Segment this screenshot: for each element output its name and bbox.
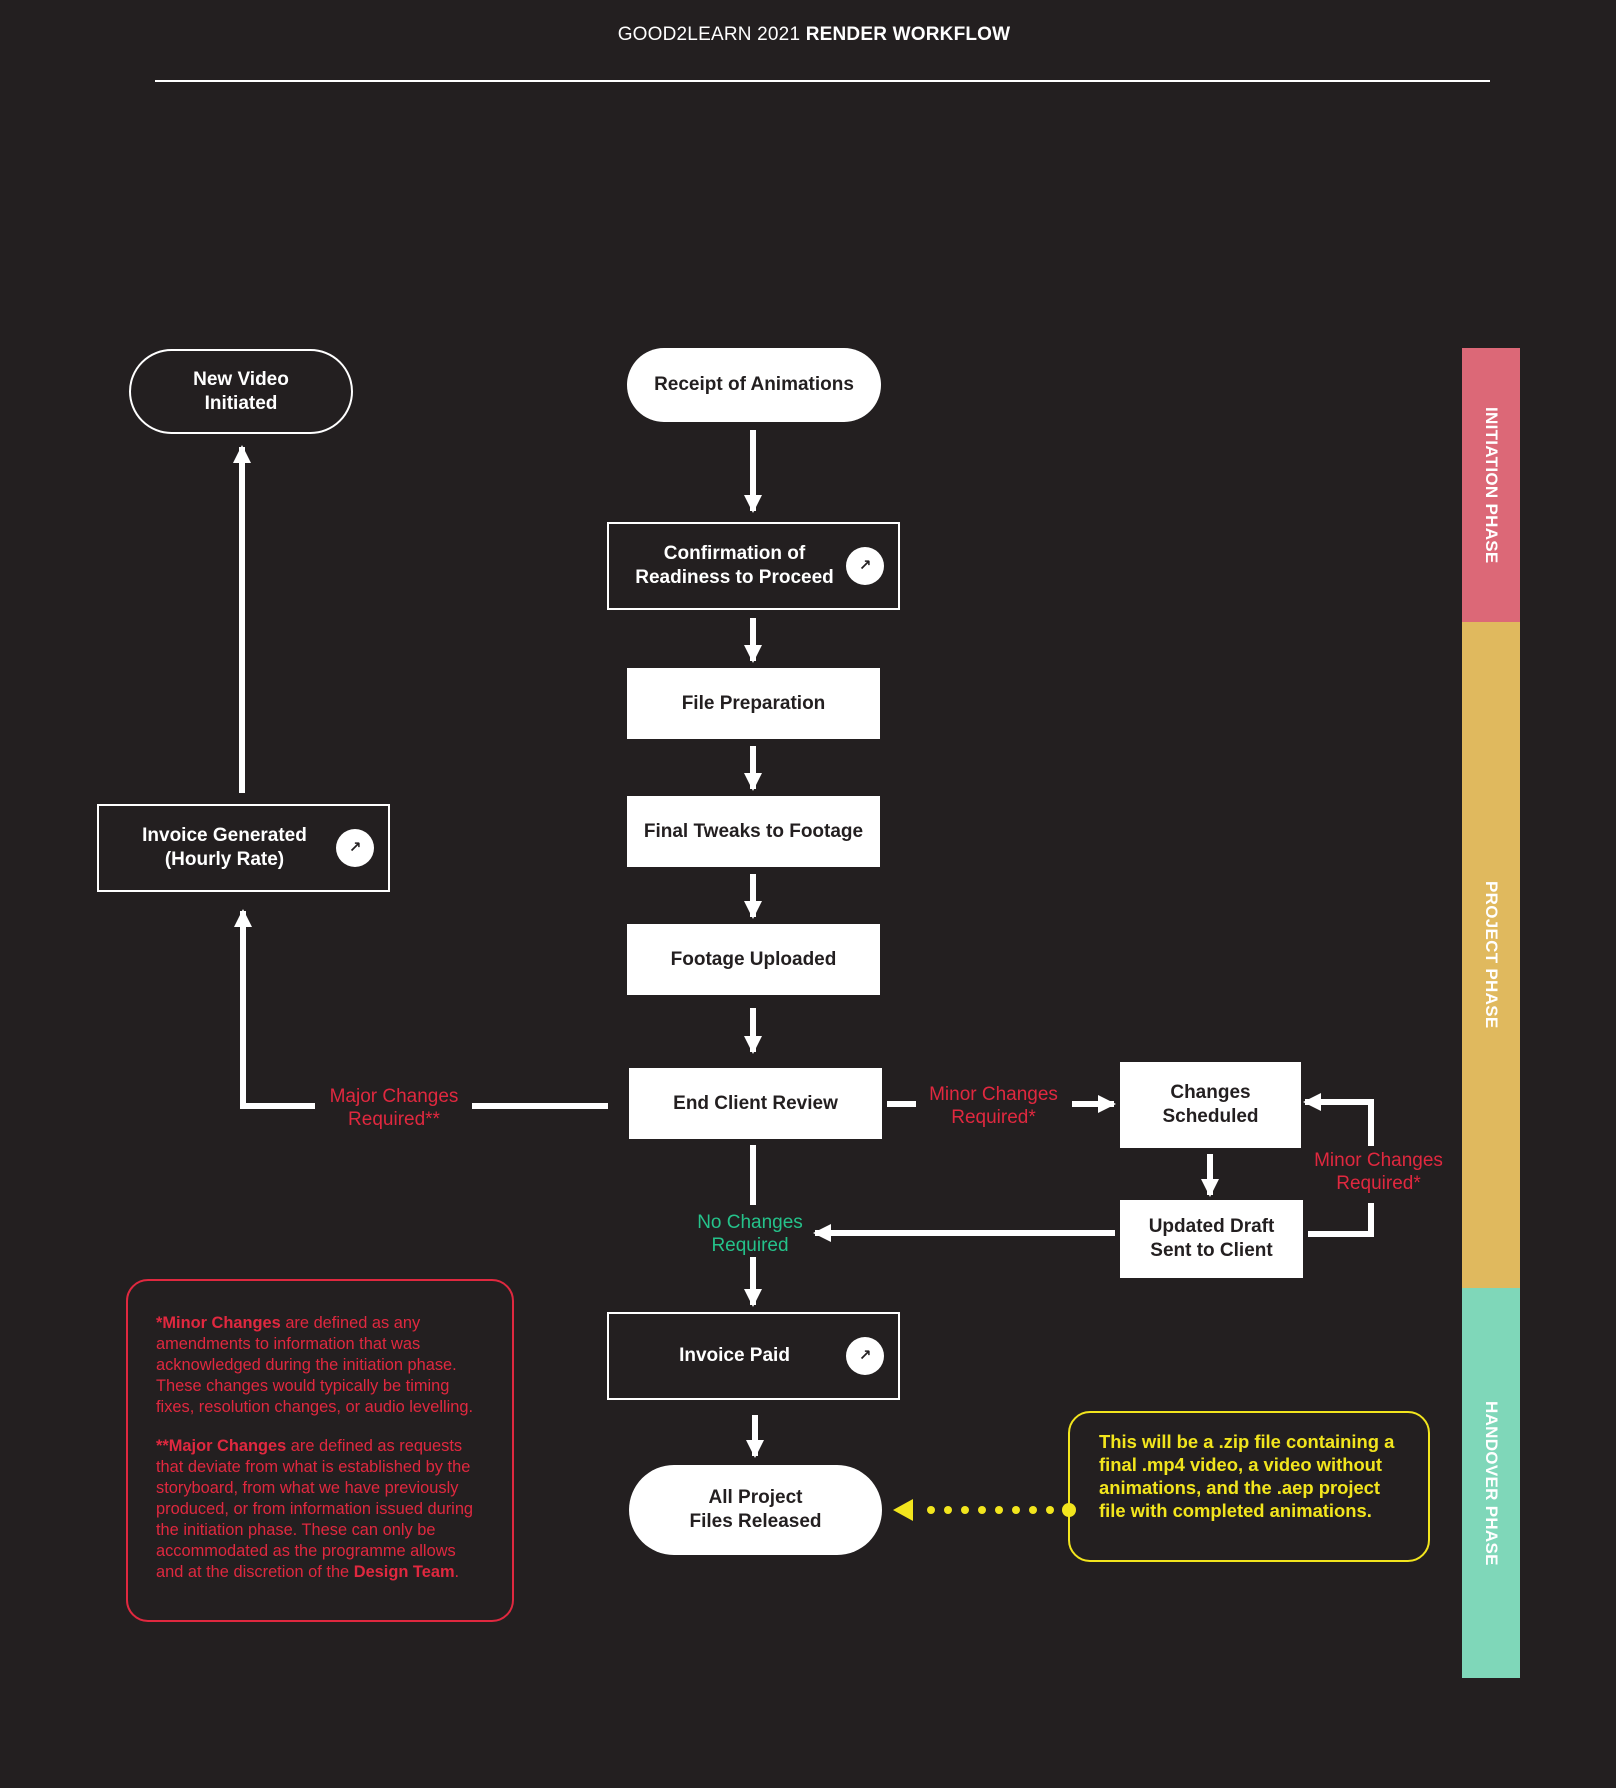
node-label: Updated Draft Sent to Client xyxy=(1148,1216,1275,1261)
node-label: Changes Scheduled xyxy=(1162,1082,1259,1127)
node-all-files-released: All Project Files Released xyxy=(629,1465,882,1555)
external-link-icon[interactable]: ↗ xyxy=(846,1337,884,1375)
node-label: Final Tweaks to Footage xyxy=(643,820,864,842)
arrow-draft-loop-up xyxy=(1308,1203,1374,1237)
node-label: New Video Initiated xyxy=(193,368,289,414)
arrow-major-to-invoice xyxy=(234,909,315,1109)
project-phase-label-wrap: PROJECT PHASE xyxy=(1462,622,1520,1288)
node-label: Footage Uploaded xyxy=(670,948,837,970)
handover-phase-label-wrap: HANDOVER PHASE xyxy=(1462,1288,1520,1678)
node-receipt-of-animations: Receipt of Animations xyxy=(627,348,881,422)
initiation-phase-label: INITIATION PHASE xyxy=(1482,406,1501,564)
initiation-phase-label-wrap: INITIATION PHASE xyxy=(1462,348,1520,622)
node-changes-scheduled: Changes Scheduled xyxy=(1120,1062,1301,1148)
minor-definition: *Minor Changes are defined as any amendm… xyxy=(156,1313,484,1418)
handover-phase-bar xyxy=(1462,1288,1520,1678)
project-phase-label: PROJECT PHASE xyxy=(1482,881,1501,1029)
label-minor-changes-loop: Minor Changes Required* xyxy=(1314,1150,1443,1194)
header-prefix: GOOD2LEARN 2021 xyxy=(617,24,801,45)
node-final-tweaks: Final Tweaks to Footage xyxy=(627,796,880,867)
node-label: Confirmation of Readiness to Proceed xyxy=(635,543,834,588)
node-new-video-initiated: New Video Initiated xyxy=(129,349,353,434)
zip-file-note: This will be a .zip file containing a fi… xyxy=(1068,1411,1430,1562)
node-invoice-paid: Invoice Paid ↗ xyxy=(607,1312,900,1400)
node-confirmation: Confirmation of Readiness to Proceed ↗ xyxy=(607,522,900,610)
node-label: All Project Files Released xyxy=(689,1487,822,1532)
external-link-icon[interactable]: ↗ xyxy=(846,547,884,585)
node-label: File Preparation xyxy=(681,692,826,714)
major-definition: **Major Changes are defined as requests … xyxy=(156,1436,484,1583)
major-end: . xyxy=(454,1563,460,1581)
node-updated-draft: Updated Draft Sent to Client xyxy=(1120,1200,1303,1278)
definitions-note: *Minor Changes are defined as any amendm… xyxy=(126,1279,514,1622)
label-minor-changes: Minor Changes Required* xyxy=(929,1084,1058,1128)
minor-term: *Minor Changes xyxy=(156,1314,281,1332)
project-phase-bar xyxy=(1462,622,1520,1288)
external-link-icon[interactable]: ↗ xyxy=(336,829,374,867)
major-text: are defined as requests that deviate fro… xyxy=(156,1437,474,1581)
node-footage-uploaded: Footage Uploaded xyxy=(627,924,880,995)
header-title: RENDER WORKFLOW xyxy=(805,24,1011,45)
node-file-preparation: File Preparation xyxy=(627,668,880,739)
header-divider xyxy=(155,80,1490,82)
minor-text: are defined as any amendments to informa… xyxy=(156,1314,474,1416)
initiation-phase-bar xyxy=(1462,348,1520,622)
handover-phase-label: HANDOVER PHASE xyxy=(1482,1400,1501,1566)
major-term: **Major Changes xyxy=(156,1437,287,1455)
zip-note-arrowhead xyxy=(893,1499,913,1521)
design-team: Design Team xyxy=(353,1563,455,1581)
arrow-loop-to-scheduled xyxy=(1303,1093,1374,1146)
node-label: End Client Review xyxy=(673,1092,838,1114)
node-label: Invoice Generated (Hourly Rate) xyxy=(142,825,307,870)
label-major-changes: Major Changes Required** xyxy=(329,1086,459,1130)
node-invoice-generated: Invoice Generated (Hourly Rate) ↗ xyxy=(97,804,390,892)
node-label: Invoice Paid xyxy=(679,1345,790,1366)
node-label: Receipt of Animations xyxy=(654,374,854,395)
node-end-client-review: End Client Review xyxy=(629,1068,882,1139)
label-no-changes: No Changes Required xyxy=(697,1212,803,1256)
page-header: GOOD2LEARN 2021 RENDER WORKFLOW xyxy=(0,24,1616,46)
